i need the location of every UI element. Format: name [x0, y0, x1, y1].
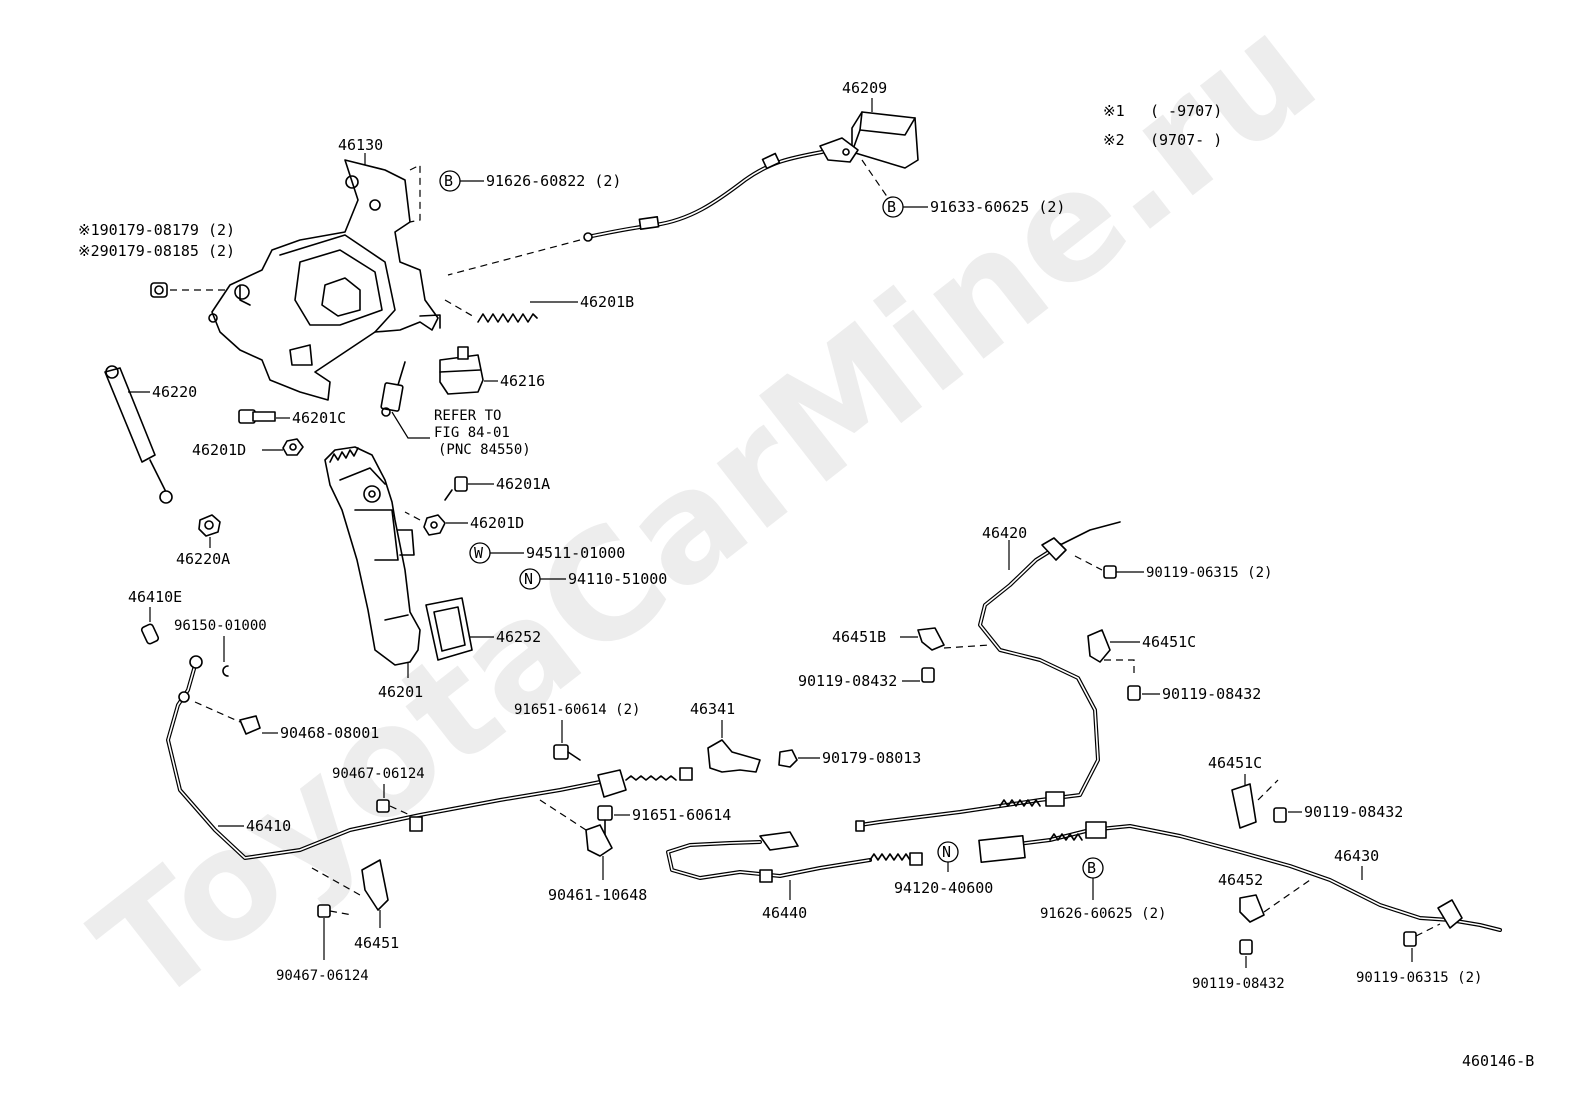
label-46209: 46209 [842, 79, 887, 97]
diagram-code: 460146-B [1462, 1052, 1534, 1070]
label-94110-51000: 94110-51000 [568, 570, 667, 588]
label-46410: 46410 [246, 817, 291, 835]
label-90467-06124-a: 90467-06124 [332, 766, 425, 782]
bracket-46451 [361, 859, 389, 911]
label-46452: 46452 [1218, 871, 1263, 889]
symbol-n: N [942, 843, 951, 861]
label-90179-08185: ※290179-08185 (2) [78, 242, 235, 260]
symbol-b: B [1087, 859, 1096, 877]
label-90119-06315-a: 90119-06315 (2) [1146, 565, 1272, 581]
label-46410E: 46410E [128, 588, 182, 606]
stopper-46216 [439, 346, 484, 395]
label-96150-01000: 96150-01000 [174, 618, 267, 634]
note-2-range: (9707- ) [1150, 131, 1222, 149]
bolt-90119-06315-a [1103, 565, 1117, 579]
symbol-w: W [474, 544, 484, 562]
label-90119-08432-c: 90119-08432 [1304, 803, 1403, 821]
label-46201D-a: 46201D [192, 441, 246, 459]
label-46451: 46451 [354, 934, 399, 952]
bolt-90467-06124-b [317, 904, 331, 918]
label-46201: 46201 [378, 683, 423, 701]
label-46220A: 46220A [176, 550, 230, 568]
note-2-mark: ※2 [1103, 131, 1125, 149]
label-94511-01000: 94511-01000 [526, 544, 625, 562]
label-46341: 46341 [690, 700, 735, 718]
bolt-90467-06124-a [376, 799, 390, 813]
bolt-90119-06315-b [1403, 931, 1417, 947]
bracket-46341 [707, 739, 761, 773]
pedal-pad-46252 [425, 597, 473, 661]
note-1-mark: ※1 [1103, 102, 1125, 120]
label-46451B: 46451B [832, 628, 886, 646]
label-90179-08013: 90179-08013 [822, 749, 921, 767]
bracket-46451B [917, 627, 945, 651]
label-46252: 46252 [496, 628, 541, 646]
label-46440: 46440 [762, 904, 807, 922]
cable-equalizer [597, 767, 693, 798]
pedal-bracket-46130 [208, 159, 441, 401]
joint-46410E [140, 623, 160, 645]
label-90179-08179: ※190179-08179 (2) [78, 221, 235, 239]
bolt-46201C [238, 409, 276, 424]
symbol-b: B [887, 198, 896, 216]
release-handle-46209 [819, 111, 919, 169]
label-46201C: 46201C [292, 409, 346, 427]
nut-46201D-b [423, 514, 446, 536]
brake-switch [380, 361, 406, 417]
label-91626-60625: 91626-60625 (2) [1040, 906, 1166, 922]
bolt-91651-60614 [597, 805, 613, 837]
label-46201A: 46201A [496, 475, 550, 493]
label-90468-08001: 90468-08001 [280, 724, 379, 742]
label-46451C-b: 46451C [1208, 754, 1262, 772]
bracket-46451C-a [1087, 629, 1111, 663]
refer-line-3: (PNC 84550) [438, 442, 531, 458]
symbol-b: B [444, 172, 453, 190]
pedal-arm-46201 [324, 446, 421, 666]
label-46130: 46130 [338, 136, 383, 154]
refer-line-2: FIG 84-01 [434, 425, 510, 441]
label-46451C-a: 46451C [1142, 633, 1196, 651]
bolt-90119-08432-b [1127, 685, 1141, 701]
label-91626-60822: 91626-60822 (2) [486, 172, 621, 190]
label-46201B: 46201B [580, 293, 634, 311]
label-90119-08432-b: 90119-08432 [1162, 685, 1261, 703]
nut-90179-08013 [778, 749, 798, 768]
nut-90179 [150, 282, 168, 298]
label-90119-08432-d: 90119-08432 [1192, 976, 1285, 992]
bolt-90119-08432-d [1239, 939, 1253, 955]
bracket-46452 [1239, 894, 1265, 923]
label-90461-10648: 90461-10648 [548, 886, 647, 904]
bolt-90119-08432-a [921, 667, 935, 683]
label-90467-06124-b: 90467-06124 [276, 968, 369, 984]
release-cable [590, 150, 824, 238]
note-1-range: ( -9707) [1150, 102, 1222, 120]
label-94120-40600: 94120-40600 [894, 879, 993, 897]
symbol-n: N [524, 570, 533, 588]
label-91651-60614: 91651-60614 [632, 806, 731, 824]
label-46201D-b: 46201D [470, 514, 524, 532]
label-91633-60625: 91633-60625 (2) [930, 198, 1065, 216]
label-46430: 46430 [1334, 847, 1379, 865]
bolt-46201A [444, 476, 468, 501]
label-91651-60614-2: 91651-60614 (2) [514, 702, 640, 718]
label-46420: 46420 [982, 524, 1027, 542]
watermark: ToyotaCarMine.ru [65, 0, 1347, 1038]
clip-96150 [222, 665, 229, 677]
clip-90468-08001 [239, 715, 261, 735]
label-90119-08432-a: 90119-08432 [798, 672, 897, 690]
label-46216: 46216 [500, 372, 545, 390]
nut-46201D [282, 438, 304, 456]
label-90119-06315-b: 90119-06315 (2) [1356, 970, 1482, 986]
bracket-46451C-b [1231, 783, 1257, 829]
label-46220: 46220 [152, 383, 197, 401]
bushing-46220A [198, 514, 221, 537]
spring-46201B [477, 313, 538, 323]
refer-line-1: REFER TO [434, 408, 501, 424]
bracket-90461-10648 [585, 824, 613, 857]
bolt-90119-08432-c [1273, 807, 1287, 823]
bolt-91651-60614-2 [553, 744, 581, 761]
damper-46220 [104, 365, 173, 504]
